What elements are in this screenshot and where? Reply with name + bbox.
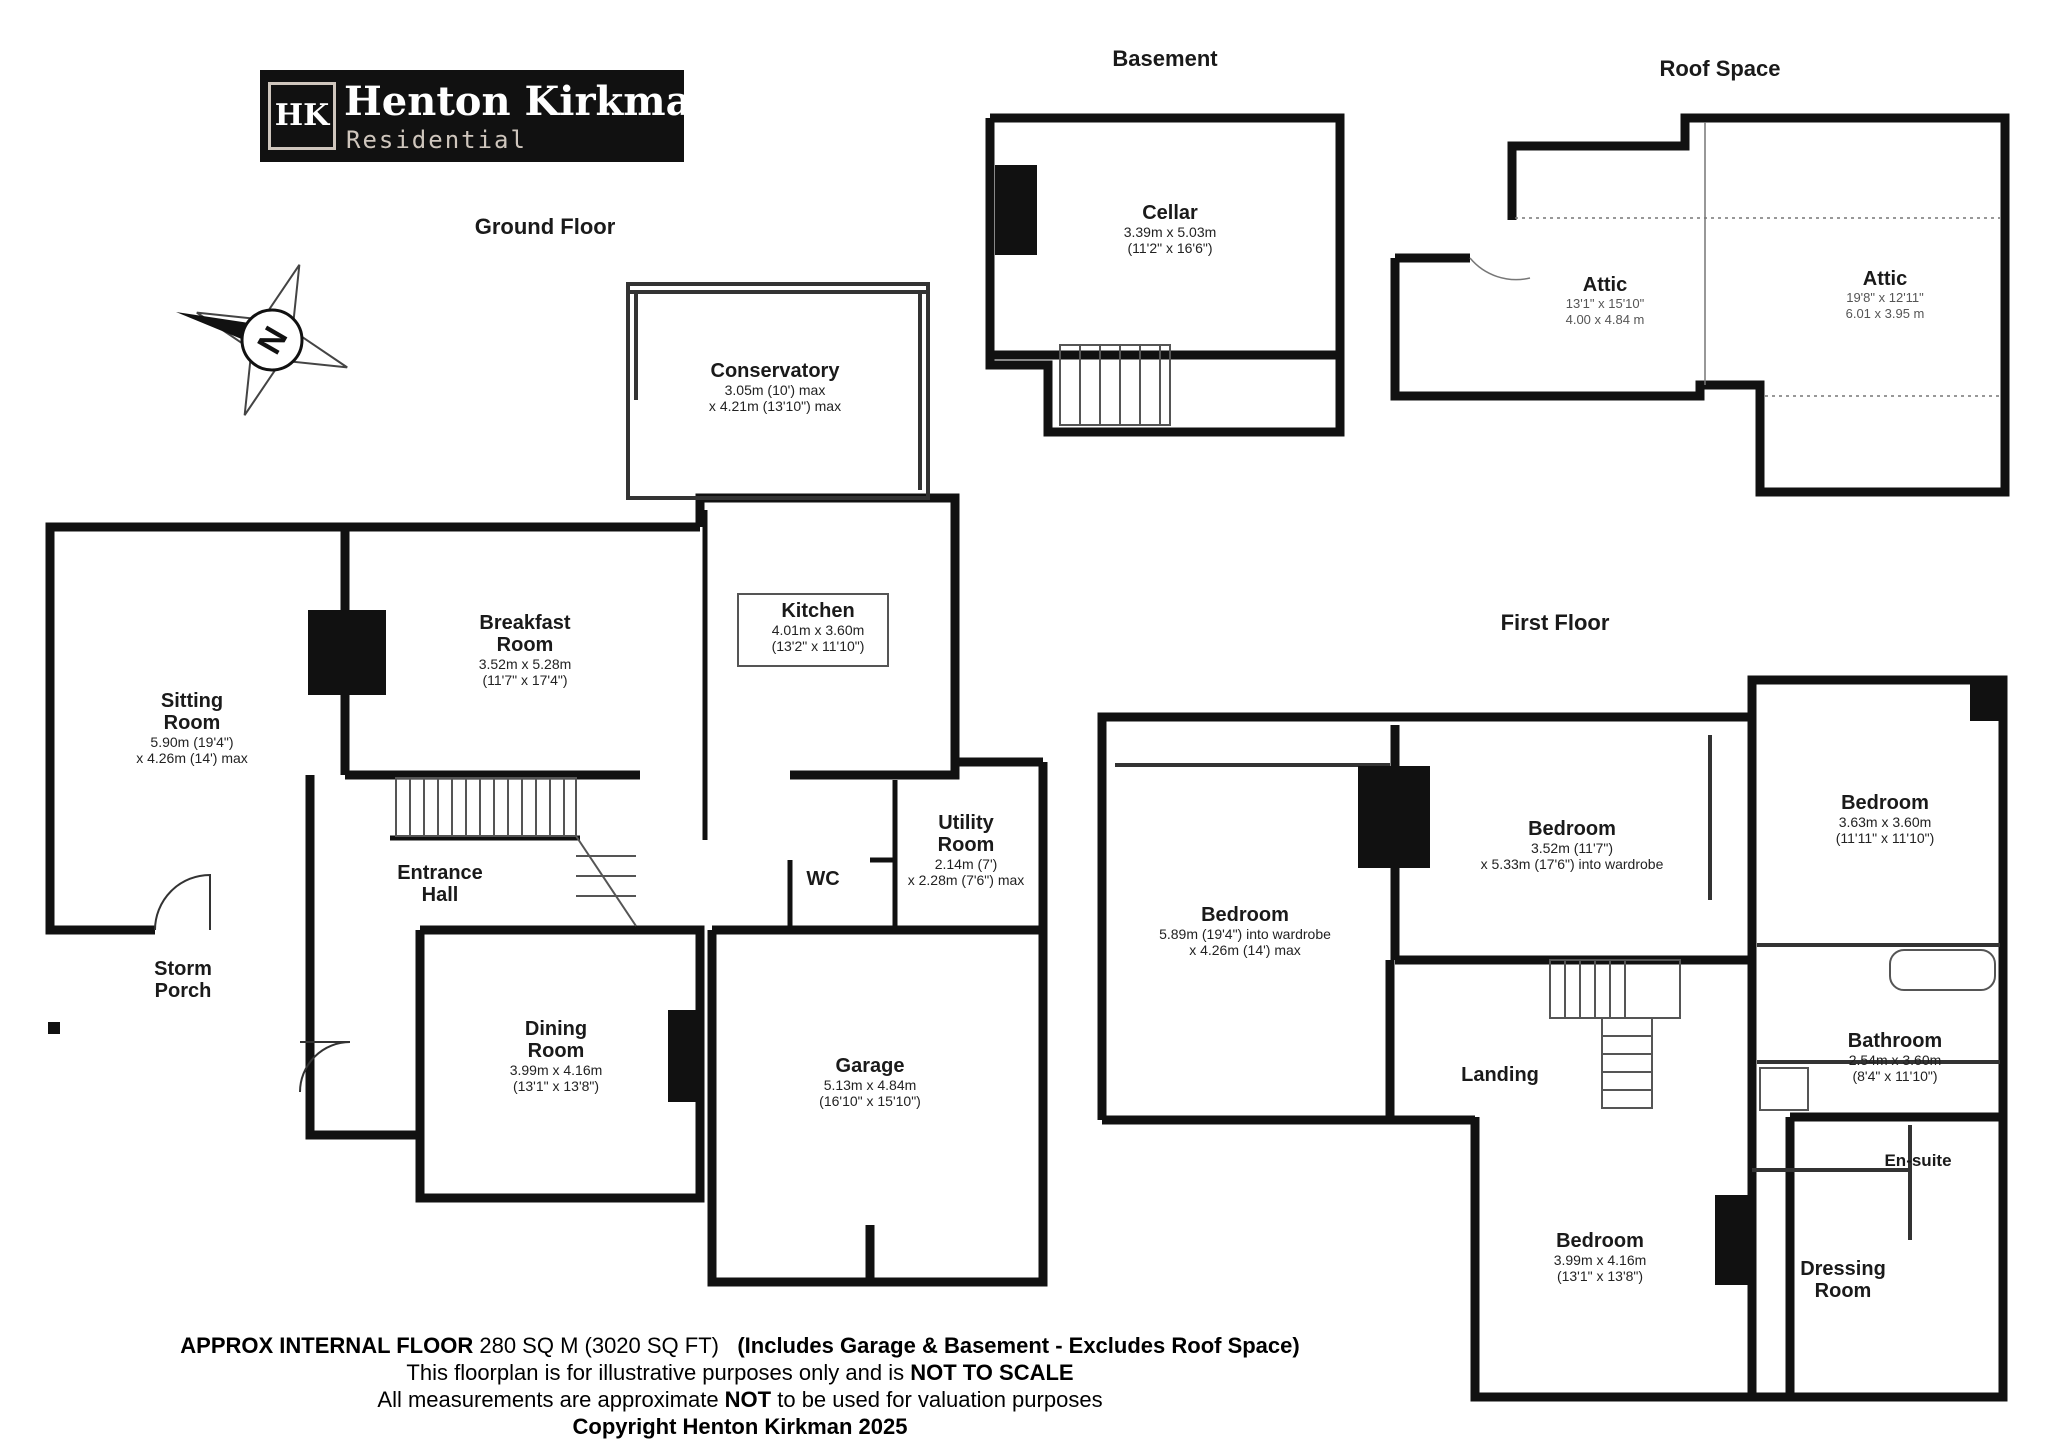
lower-bedroom-chimney	[1715, 1195, 1749, 1285]
first-floor-stairs	[1549, 959, 1681, 1109]
bedroom-chimney	[1358, 766, 1430, 868]
dining-chimney	[668, 1010, 704, 1102]
room-landing: Landing	[1461, 1064, 1539, 1086]
bath-tub	[1889, 949, 1996, 991]
footer-copyright: Copyright Henton Kirkman 2025	[572, 1414, 908, 1439]
porch-marker	[48, 1022, 60, 1034]
sitting-room-walls	[45, 522, 350, 935]
brand-name: Henton Kirkman	[344, 78, 721, 125]
heading-roof-space: Roof Space	[1659, 56, 1781, 81]
conservatory-walls	[626, 282, 930, 500]
room-breakfast: Breakfast Room 3.52m x 5.28m (11'7" x 17…	[478, 612, 572, 688]
heading-basement: Basement	[1112, 46, 1218, 71]
room-ensuite: En-suite	[1884, 1151, 1952, 1170]
ground-stairs	[395, 777, 637, 927]
porch-door	[154, 873, 211, 931]
brand-subtitle: Residential	[346, 126, 527, 154]
shower-tray	[1759, 1067, 1809, 1111]
room-entrance-hall: Entrance Hall	[397, 862, 483, 906]
room-dining: Dining Room 3.99m x 4.16m (13'1" x 13'8"…	[509, 1018, 603, 1094]
cellar-chimney	[995, 165, 1037, 255]
room-kitchen: Kitchen 4.01m x 3.60m (13'2" x 11'10")	[771, 600, 865, 654]
room-bedroom-right: Bedroom 3.63m x 3.60m (11'11" x 11'10")	[1835, 792, 1935, 846]
roof-attic-divider	[1469, 122, 2000, 397]
room-bedroom-lower: Bedroom 3.99m x 4.16m (13'1" x 13'8")	[1553, 1230, 1647, 1284]
basement-plan	[985, 113, 1345, 437]
room-bedroom-middle: Bedroom 3.52m (11'7") x 5.33m (17'6") in…	[1480, 818, 1664, 872]
ground-floor-plan	[45, 493, 1048, 1287]
garage-walls	[707, 762, 1048, 1287]
footer-area-line: APPROX INTERNAL FLOOR 280 SQ M (3020 SQ …	[180, 1333, 1300, 1358]
room-utility: Utility Room 2.14m (7') x 2.28m (7'6") m…	[907, 812, 1025, 888]
hall-door	[299, 1041, 351, 1093]
room-attic-right: Attic 19'8" x 12'11" 6.01 x 3.95 m	[1845, 268, 1925, 321]
sitting-chimney	[308, 610, 386, 695]
bed-right-corner-column	[1970, 683, 2002, 721]
kitchen-island	[737, 593, 889, 667]
cellar-stairs	[1059, 344, 1171, 426]
room-garage: Garage 5.13m x 4.84m (16'10" x 15'10")	[819, 1055, 921, 1109]
footer-scale-line: This floorplan is for illustrative purpo…	[406, 1360, 1074, 1385]
room-conservatory: Conservatory 3.05m (10') max x 4.21m (13…	[708, 360, 842, 414]
heading-first-floor: First Floor	[1500, 610, 1610, 635]
room-sitting: Sitting Room 5.90m (19'4") x 4.26m (14')…	[136, 690, 248, 766]
brand-initials: HK	[268, 82, 336, 150]
heading-ground-floor: Ground Floor	[474, 214, 616, 239]
utility-walls	[790, 757, 1043, 780]
first-floor-thin-walls	[1115, 735, 2000, 1240]
room-bathroom: Bathroom 2.54m x 3.60m (8'4" x 11'10")	[1847, 1030, 1943, 1084]
entrance-hall-walls	[305, 775, 420, 1140]
room-dressing: Dressing Room	[1800, 1258, 1886, 1302]
room-bedroom-large: Bedroom 5.89m (19'4") into wardrobe x 4.…	[1159, 904, 1331, 958]
brand-logo: HK Henton Kirkman Residential	[260, 70, 721, 162]
room-storm-porch: Storm Porch	[154, 958, 212, 1002]
footer-valuation-line: All measurements are approximate NOT to …	[377, 1387, 1103, 1412]
room-attic-left: Attic 13'1" x 15'10" 4.00 x 4.84 m	[1565, 274, 1645, 327]
room-cellar: Cellar 3.39m x 5.03m (11'2" x 16'6")	[1123, 202, 1217, 256]
dining-room-walls	[415, 925, 705, 1203]
room-wc: WC	[806, 868, 840, 890]
compass-icon	[176, 264, 348, 416]
roof-space-plan	[1390, 113, 2010, 497]
